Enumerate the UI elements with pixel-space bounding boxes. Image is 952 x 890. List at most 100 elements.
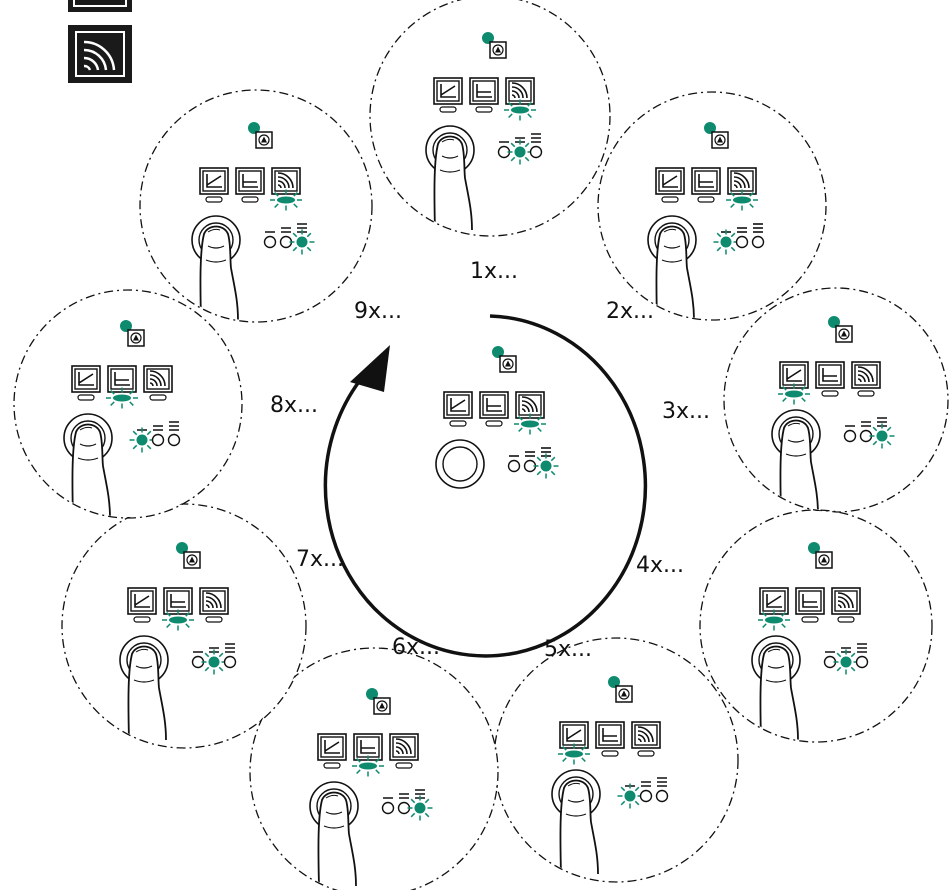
- pressing-finger-icon: [119, 635, 169, 741]
- radiator-curve-icon: [270, 167, 302, 211]
- dashdot-boundary: [725, 289, 947, 511]
- constant-pressure-icon: [795, 587, 825, 623]
- speed-level-indicators: [497, 133, 543, 165]
- step-panel-content: [251, 649, 497, 890]
- radiator-curve-icon: [199, 587, 229, 623]
- step-panel-9: 9x...: [139, 89, 402, 324]
- pump-symbol-icon: [255, 131, 273, 149]
- press-count-label: 8x...: [270, 393, 318, 418]
- proportional-pressure-icon: [758, 587, 790, 631]
- speed-level-indicators: [843, 417, 895, 449]
- dashdot-boundary: [369, 0, 611, 237]
- step-panel-content: [15, 291, 241, 517]
- proportional-pressure-icon: [199, 167, 229, 203]
- step-panel-content: [599, 93, 825, 319]
- step-controls: [251, 649, 497, 890]
- step-panel-content: [495, 639, 737, 881]
- press-count-label: 6x...: [392, 635, 440, 660]
- proportional-pressure-icon: [443, 391, 473, 427]
- step-panel-6: 6x...: [249, 635, 499, 890]
- step-panel-3: 3x...: [662, 287, 949, 513]
- press-count-label: 5x...: [544, 637, 592, 662]
- constant-pressure-icon: [815, 361, 845, 397]
- pump-symbol-icon: [815, 551, 833, 569]
- constant-pressure-icon: [352, 733, 384, 777]
- step-panel-4: 4x...: [636, 509, 933, 743]
- dashdot-boundary: [699, 509, 933, 743]
- pump-symbol-icon: [127, 329, 145, 347]
- pump-led-icon: [482, 32, 494, 44]
- dashdot-boundary: [249, 647, 499, 890]
- center-controls: [435, 346, 559, 489]
- constant-pressure-icon: [691, 167, 721, 203]
- radiator-curve-icon: [726, 167, 758, 211]
- radiator-curve-icon: [851, 361, 881, 397]
- speed-level-indicators: [381, 789, 433, 821]
- press-count-label: 1x...: [470, 259, 518, 284]
- step-controls: [701, 511, 931, 741]
- pump-led-icon: [176, 542, 188, 554]
- radiator-curve-icon: [389, 733, 419, 769]
- press-count-label: 4x...: [636, 553, 684, 578]
- speed-level-indicators: [191, 643, 237, 675]
- pump-led-icon: [366, 688, 378, 700]
- pressing-finger-icon: [551, 769, 601, 875]
- step-panel-7: 7x...: [61, 503, 344, 749]
- dashdot-boundary: [63, 505, 305, 747]
- pressing-finger-icon: [647, 215, 697, 319]
- step-controls: [495, 639, 737, 881]
- pump-symbol-icon: [835, 325, 853, 343]
- pump-symbol-icon: [489, 41, 507, 59]
- pump-led-icon: [120, 320, 132, 332]
- pump-led-icon: [608, 676, 620, 688]
- press-count-label: 3x...: [662, 399, 710, 424]
- step-panel-content: [701, 511, 931, 741]
- rotation-arrow: [323, 314, 648, 658]
- constant-pressure-icon: [106, 365, 138, 409]
- radiator-icon: [68, 25, 132, 83]
- step-panel-content: [63, 505, 305, 747]
- pressing-finger-icon: [191, 215, 241, 321]
- dashdot-boundary: [139, 89, 373, 323]
- constant-pressure-icon: [595, 721, 625, 757]
- radiator-curve-icon: [143, 365, 173, 401]
- dashdot-boundary: [701, 511, 931, 741]
- proportional-pressure-icon: [127, 587, 157, 623]
- pump-symbol-icon: [615, 685, 633, 703]
- dashdot-boundary: [13, 289, 243, 519]
- speed-level-indicators: [129, 421, 181, 453]
- press-count-label: 9x...: [354, 299, 402, 324]
- pump-led-icon: [704, 122, 716, 134]
- pump-symbol-icon: [711, 131, 729, 149]
- step-panel-1: 1x...: [369, 0, 611, 284]
- press-count-label: 2x...: [606, 299, 654, 324]
- constant-pressure-icon: [235, 167, 265, 203]
- pump-led-icon: [248, 122, 260, 134]
- pump-symbol-icon: [499, 355, 517, 373]
- speed-level-indicators: [823, 643, 869, 675]
- dashdot-boundary: [371, 0, 609, 235]
- constant-pressure-icon: [162, 587, 194, 631]
- pressing-finger-icon: [309, 781, 359, 887]
- center-panel: [435, 346, 559, 489]
- press-count-label: 7x...: [296, 547, 344, 572]
- proportional-pressure-icon: [655, 167, 685, 203]
- constant-pressure-icon: [479, 391, 509, 427]
- step-panel-content: [725, 289, 947, 511]
- speed-level-indicators: [713, 223, 765, 255]
- pump-symbol-icon: [183, 551, 201, 569]
- dashdot-boundary: [495, 639, 737, 881]
- step-controls: [15, 291, 241, 517]
- constant-pressure-icon: [469, 77, 499, 113]
- proportional-pressure-icon: [433, 77, 463, 113]
- step-controls: [63, 505, 305, 747]
- proportional-pressure-icon: [778, 361, 810, 405]
- proportional-pressure-icon: [71, 365, 101, 401]
- step-panel-2: 2x...: [597, 91, 827, 324]
- pressing-finger-icon: [425, 125, 475, 231]
- pump-led-icon: [492, 346, 504, 358]
- proportional-pressure-icon: [558, 721, 590, 765]
- radiator-curve-icon: [831, 587, 861, 623]
